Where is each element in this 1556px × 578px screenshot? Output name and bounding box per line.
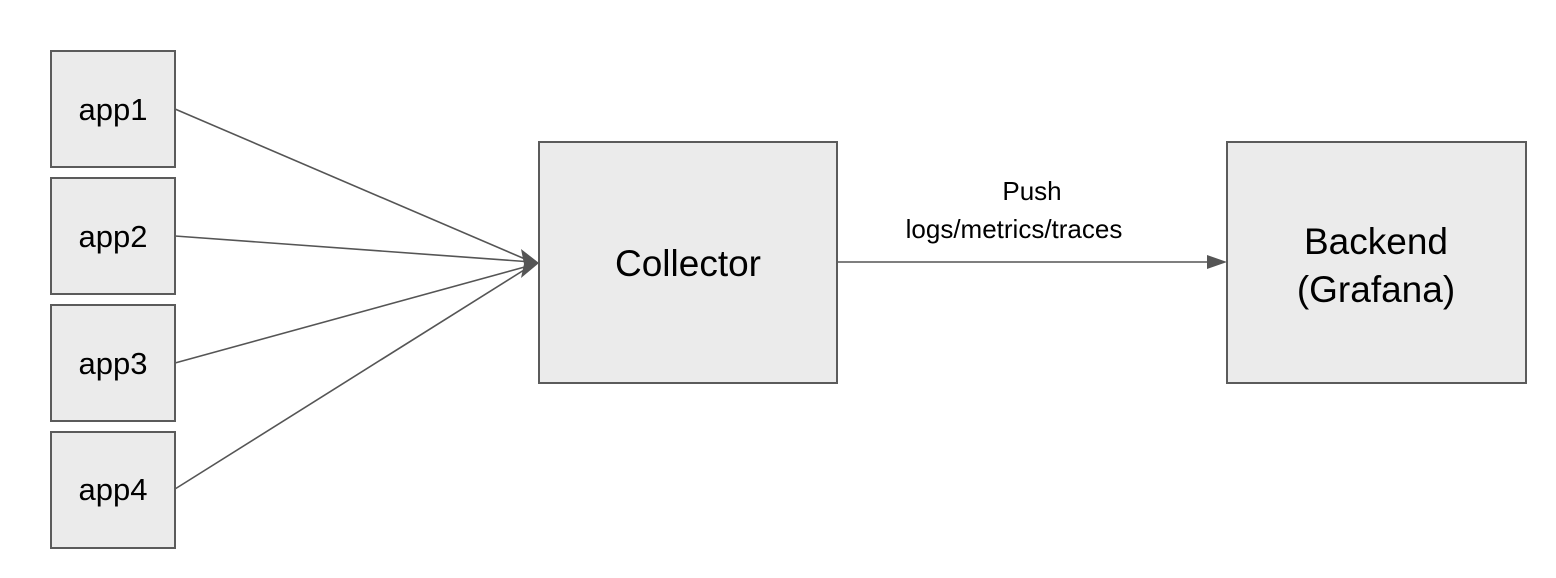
node-backend-label-line1: Backend	[1304, 221, 1448, 262]
node-app4-label: app4	[79, 472, 148, 507]
edge-app2-to-collector	[174, 235, 533, 263]
edge-label-push: Push	[1002, 176, 1061, 206]
node-collector-label: Collector	[615, 243, 761, 284]
collector-input-arrowhead	[521, 249, 539, 278]
node-app3-label: app3	[79, 346, 148, 381]
node-app2-label: app2	[79, 219, 148, 254]
node-app1-label: app1	[79, 92, 148, 127]
node-backend-label-line2: (Grafana)	[1297, 269, 1455, 310]
edge-app3-to-collector	[174, 264, 533, 364]
edge-app4-to-collector	[174, 264, 533, 490]
node-app2[interactable]: app2	[50, 177, 176, 295]
node-collector[interactable]: Collector	[538, 141, 838, 384]
backend-input-arrowhead	[1207, 255, 1227, 269]
node-app4[interactable]: app4	[50, 431, 176, 549]
edge-label-signals: logs/metrics/traces	[906, 214, 1123, 244]
edge-app1-to-collector	[174, 108, 533, 263]
node-app1[interactable]: app1	[50, 50, 176, 168]
node-app3[interactable]: app3	[50, 304, 176, 422]
node-backend[interactable]: Backend (Grafana)	[1226, 141, 1527, 384]
